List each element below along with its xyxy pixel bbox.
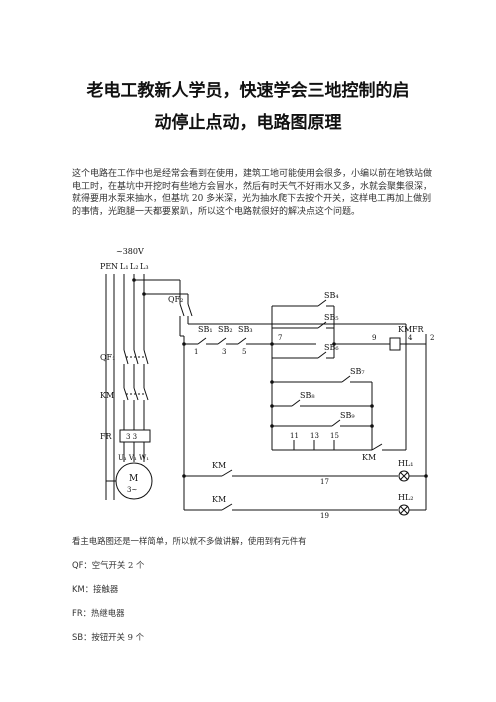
label-km-aux: KM: [362, 453, 376, 462]
label-node-11: 11: [290, 432, 299, 440]
label-bus-pe: PE: [100, 262, 111, 271]
label-bus-n: N: [111, 262, 118, 271]
circuit-diagram: ~380V PE N L₁ L₂ L₃ QF₂ QF₁ KM FR 3 3 U₁…: [100, 247, 434, 520]
label-sb8: SB₈: [300, 391, 315, 400]
list-item: SB：按钮开关 9 个: [72, 631, 440, 643]
label-sb6: SB₆: [324, 343, 339, 352]
label-node-5: 5: [242, 348, 246, 356]
list-item: QF：空气开关 2 个: [72, 559, 440, 571]
component-code: KM: [72, 584, 85, 594]
article-title-line2: 动停止点动，电路图原理: [154, 113, 342, 133]
after-diagram-text: 看主电路图还是一样简单，所以就不多做讲解，使用到有元件有: [72, 536, 307, 546]
label-node-7: 7: [278, 334, 282, 342]
label-km-hl2: KM: [212, 495, 226, 504]
label-node-13: 13: [310, 432, 319, 440]
label-km-coil: KM: [398, 325, 412, 334]
label-qf1: QF₁: [100, 353, 115, 362]
label-bus-l3: L₃: [140, 262, 149, 271]
label-bus-l1: L₁: [120, 262, 129, 271]
component-desc: ：按钮开关 9 个: [83, 632, 144, 642]
label-sb7: SB₇: [350, 367, 365, 376]
label-uvw: U₁ V₁ W₁: [118, 454, 149, 462]
label-motor-m: M: [129, 474, 138, 484]
label-fr-box: 3 3: [126, 433, 137, 441]
article-title-line1: 老电工教新人学员，快速学会三地控制的启: [86, 81, 410, 101]
label-sb9: SB₉: [340, 411, 355, 420]
label-fr-ctrl: FR: [412, 325, 425, 334]
component-desc: ：热继电器: [82, 608, 125, 618]
label-bus-l2: L₂: [130, 262, 139, 271]
label-hl1: HL₁: [398, 459, 414, 468]
component-code: QF: [72, 560, 84, 570]
label-node-2: 2: [430, 334, 434, 342]
label-node-4: 4: [408, 334, 413, 342]
label-node-17: 17: [320, 478, 329, 486]
label-sb3: SB₃: [238, 325, 253, 334]
label-hl2: HL₂: [398, 493, 414, 502]
list-item: KM：接触器: [72, 583, 440, 595]
component-desc: ：接触器: [84, 584, 119, 594]
label-node-19: 19: [320, 512, 329, 520]
label-fr-main: FR: [100, 432, 113, 441]
component-desc: ：空气开关 2 个: [83, 560, 145, 570]
label-node-9: 9: [372, 334, 376, 342]
label-km-main: KM: [100, 391, 114, 400]
label-sb2: SB₂: [218, 325, 233, 334]
label-sb4: SB₄: [324, 291, 339, 300]
label-supply: ~380V: [116, 247, 144, 256]
intro-paragraph: 这个电路在工作中也是经常会看到在使用，建筑工地可能使用会很多，小编以前在地铁站做…: [72, 169, 433, 217]
component-list: 看主电路图还是一样简单，所以就不多做讲解，使用到有元件有 QF：空气开关 2 个…: [72, 535, 440, 655]
component-code: SB: [72, 632, 84, 642]
label-node-15: 15: [330, 432, 339, 440]
label-sb5: SB₅: [324, 313, 339, 322]
label-motor-phase: 3~: [127, 486, 137, 494]
component-code: FR: [72, 608, 83, 618]
label-node-3: 3: [222, 348, 226, 356]
label-km-hl1: KM: [212, 461, 226, 470]
label-qf2: QF₂: [168, 295, 183, 304]
label-sb1: SB₁: [198, 325, 213, 334]
label-node-1: 1: [194, 348, 198, 356]
list-item: FR：热继电器: [72, 607, 440, 619]
